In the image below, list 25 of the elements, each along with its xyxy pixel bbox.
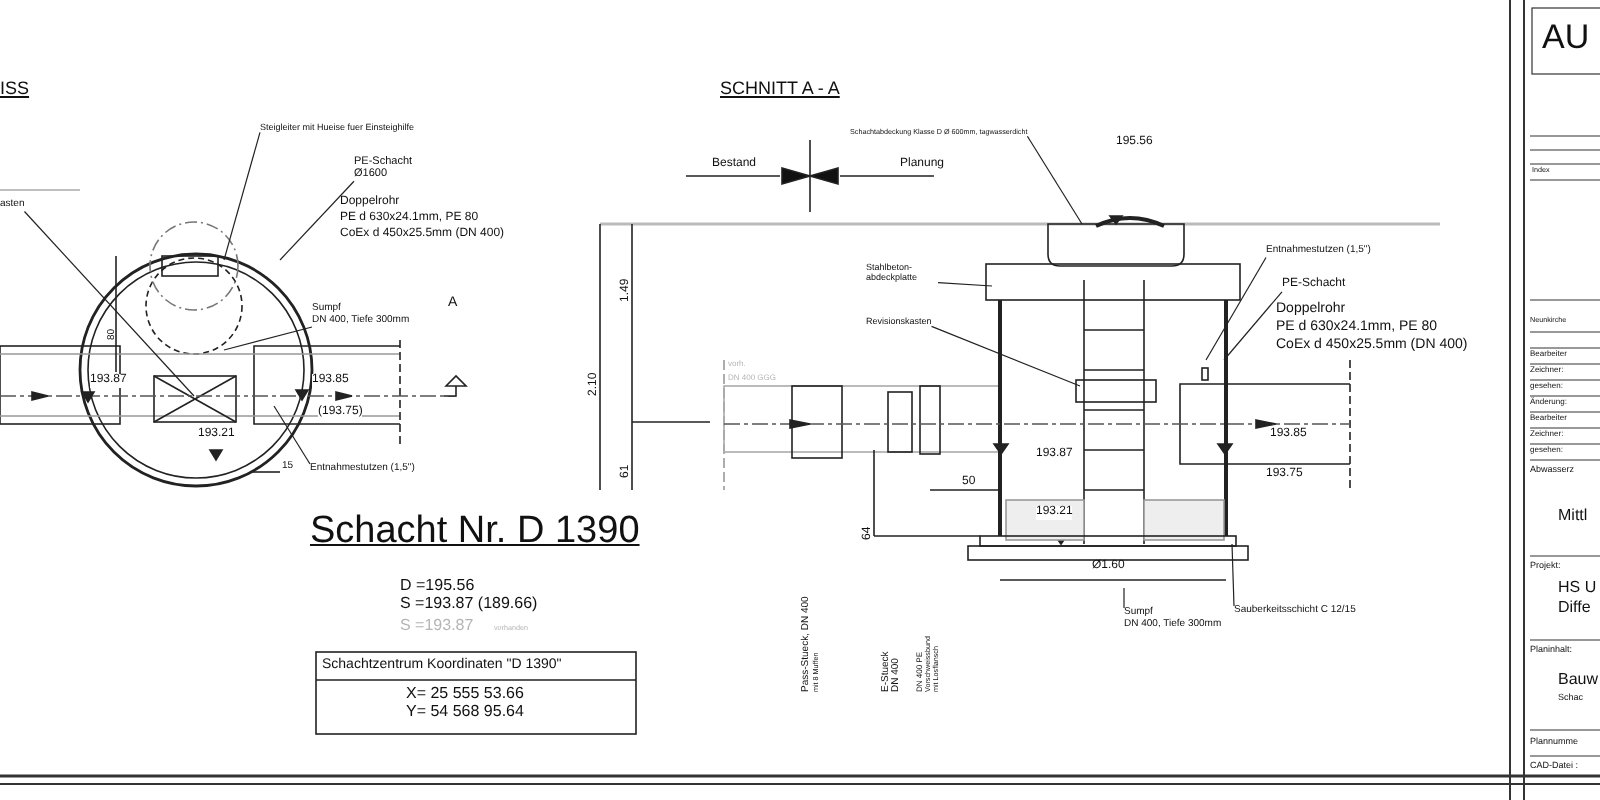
- field-value: Mittl: [1558, 508, 1588, 526]
- coordinate-value: Y= 54 568 95.64: [406, 704, 524, 722]
- leader-line: [273, 405, 311, 465]
- leader-line: [223, 131, 261, 261]
- heading: AU: [1542, 20, 1590, 58]
- leader-line: [23, 210, 195, 397]
- coordinate-value: X= 25 555 53.66: [406, 686, 524, 704]
- leader-line: [1223, 291, 1283, 361]
- heading: Schacht Nr. D 1390: [310, 512, 640, 554]
- leader-line: [1231, 543, 1235, 607]
- leader-line: [1205, 256, 1267, 361]
- leader-line: [937, 282, 993, 287]
- value-text: S =193.87 (189.66): [400, 596, 538, 614]
- value-text: D =195.56: [400, 578, 475, 596]
- leader-line: [1123, 587, 1125, 609]
- leader-line: [1026, 135, 1083, 225]
- field-value: HS U: [1558, 580, 1597, 598]
- field-value: Diffe: [1558, 600, 1591, 618]
- value-text: S =193.87: [400, 618, 474, 636]
- leader-line: [223, 326, 313, 351]
- leader-line: [279, 180, 355, 261]
- field-value: Bauw: [1558, 672, 1599, 690]
- heading: SCHNITT A - A: [720, 80, 840, 100]
- heading: ISS: [0, 80, 30, 100]
- leader-line: [930, 325, 1081, 387]
